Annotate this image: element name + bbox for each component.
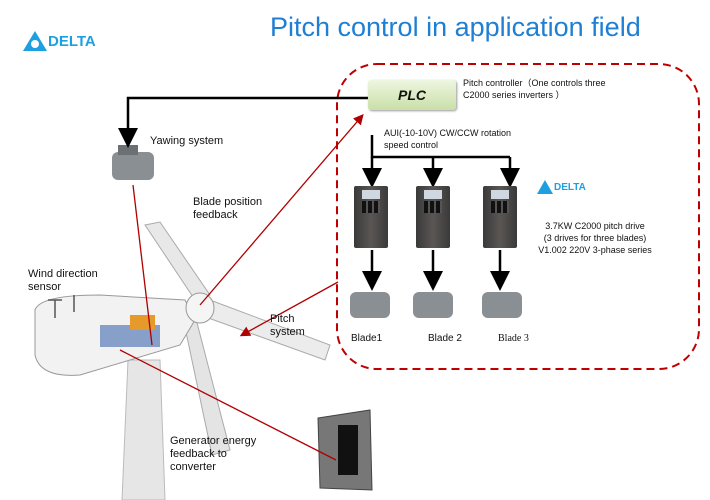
signal-description: AUI(-10-10V) CW/CCW rotation speed contro… bbox=[384, 127, 511, 151]
blade-label-3: Blade 3 bbox=[498, 333, 529, 344]
wind-turbine bbox=[34, 221, 331, 500]
drive-logo-text: DELTA bbox=[554, 181, 586, 193]
drive-info-line2: (3 drives for three blades) bbox=[543, 233, 647, 243]
converter-cabinet-icon bbox=[317, 409, 373, 491]
blade-feedback-line1: Blade position bbox=[193, 196, 263, 208]
c2000-drive-2 bbox=[416, 186, 450, 248]
yawing-system-label: Yawing system bbox=[150, 135, 224, 147]
delta-logo: DELTA bbox=[22, 30, 96, 52]
drive-delta-logo: DELTA bbox=[536, 179, 586, 195]
plc-desc-line1: Pitch controller（One controls three bbox=[463, 78, 606, 88]
c2000-drive-3 bbox=[483, 186, 517, 248]
wind-line2: sensor bbox=[28, 281, 62, 293]
delta-triangle-icon bbox=[537, 180, 553, 194]
yaw-motor-icon bbox=[112, 145, 154, 180]
blade-motors bbox=[350, 292, 522, 318]
plc-desc-line2: C2000 series inverters ） bbox=[463, 90, 565, 100]
logo-text: DELTA bbox=[48, 32, 96, 50]
blade-label-1: Blade1 bbox=[351, 333, 383, 344]
gen-line1: Generator energy bbox=[170, 435, 257, 447]
blade-label-2: Blade 2 bbox=[428, 333, 462, 344]
gen-line3: converter bbox=[170, 461, 216, 473]
blade-feedback-line2: feedback bbox=[193, 209, 238, 221]
drive-info: 3.7KW C2000 pitch drive (3 drives for th… bbox=[535, 220, 655, 256]
pitch-system-boundary bbox=[336, 63, 700, 370]
gen-line2: feedback to bbox=[170, 448, 227, 460]
plc-box: PLC bbox=[368, 80, 456, 110]
signal-line2: speed control bbox=[384, 140, 439, 150]
c2000-drive-1 bbox=[354, 186, 388, 248]
drive-info-line1: 3.7KW C2000 pitch drive bbox=[545, 221, 645, 231]
drive-info-line3: V1.002 220V 3-phase series bbox=[538, 245, 652, 255]
wind-line1: Wind direction bbox=[28, 268, 98, 280]
signal-line1: AUI(-10-10V) CW/CCW rotation bbox=[384, 128, 512, 138]
page-title: Pitch control in application field bbox=[270, 12, 641, 42]
delta-triangle-icon bbox=[23, 31, 47, 51]
pitch-line2: system bbox=[270, 326, 305, 338]
pitch-line1: Pitch bbox=[270, 313, 295, 325]
